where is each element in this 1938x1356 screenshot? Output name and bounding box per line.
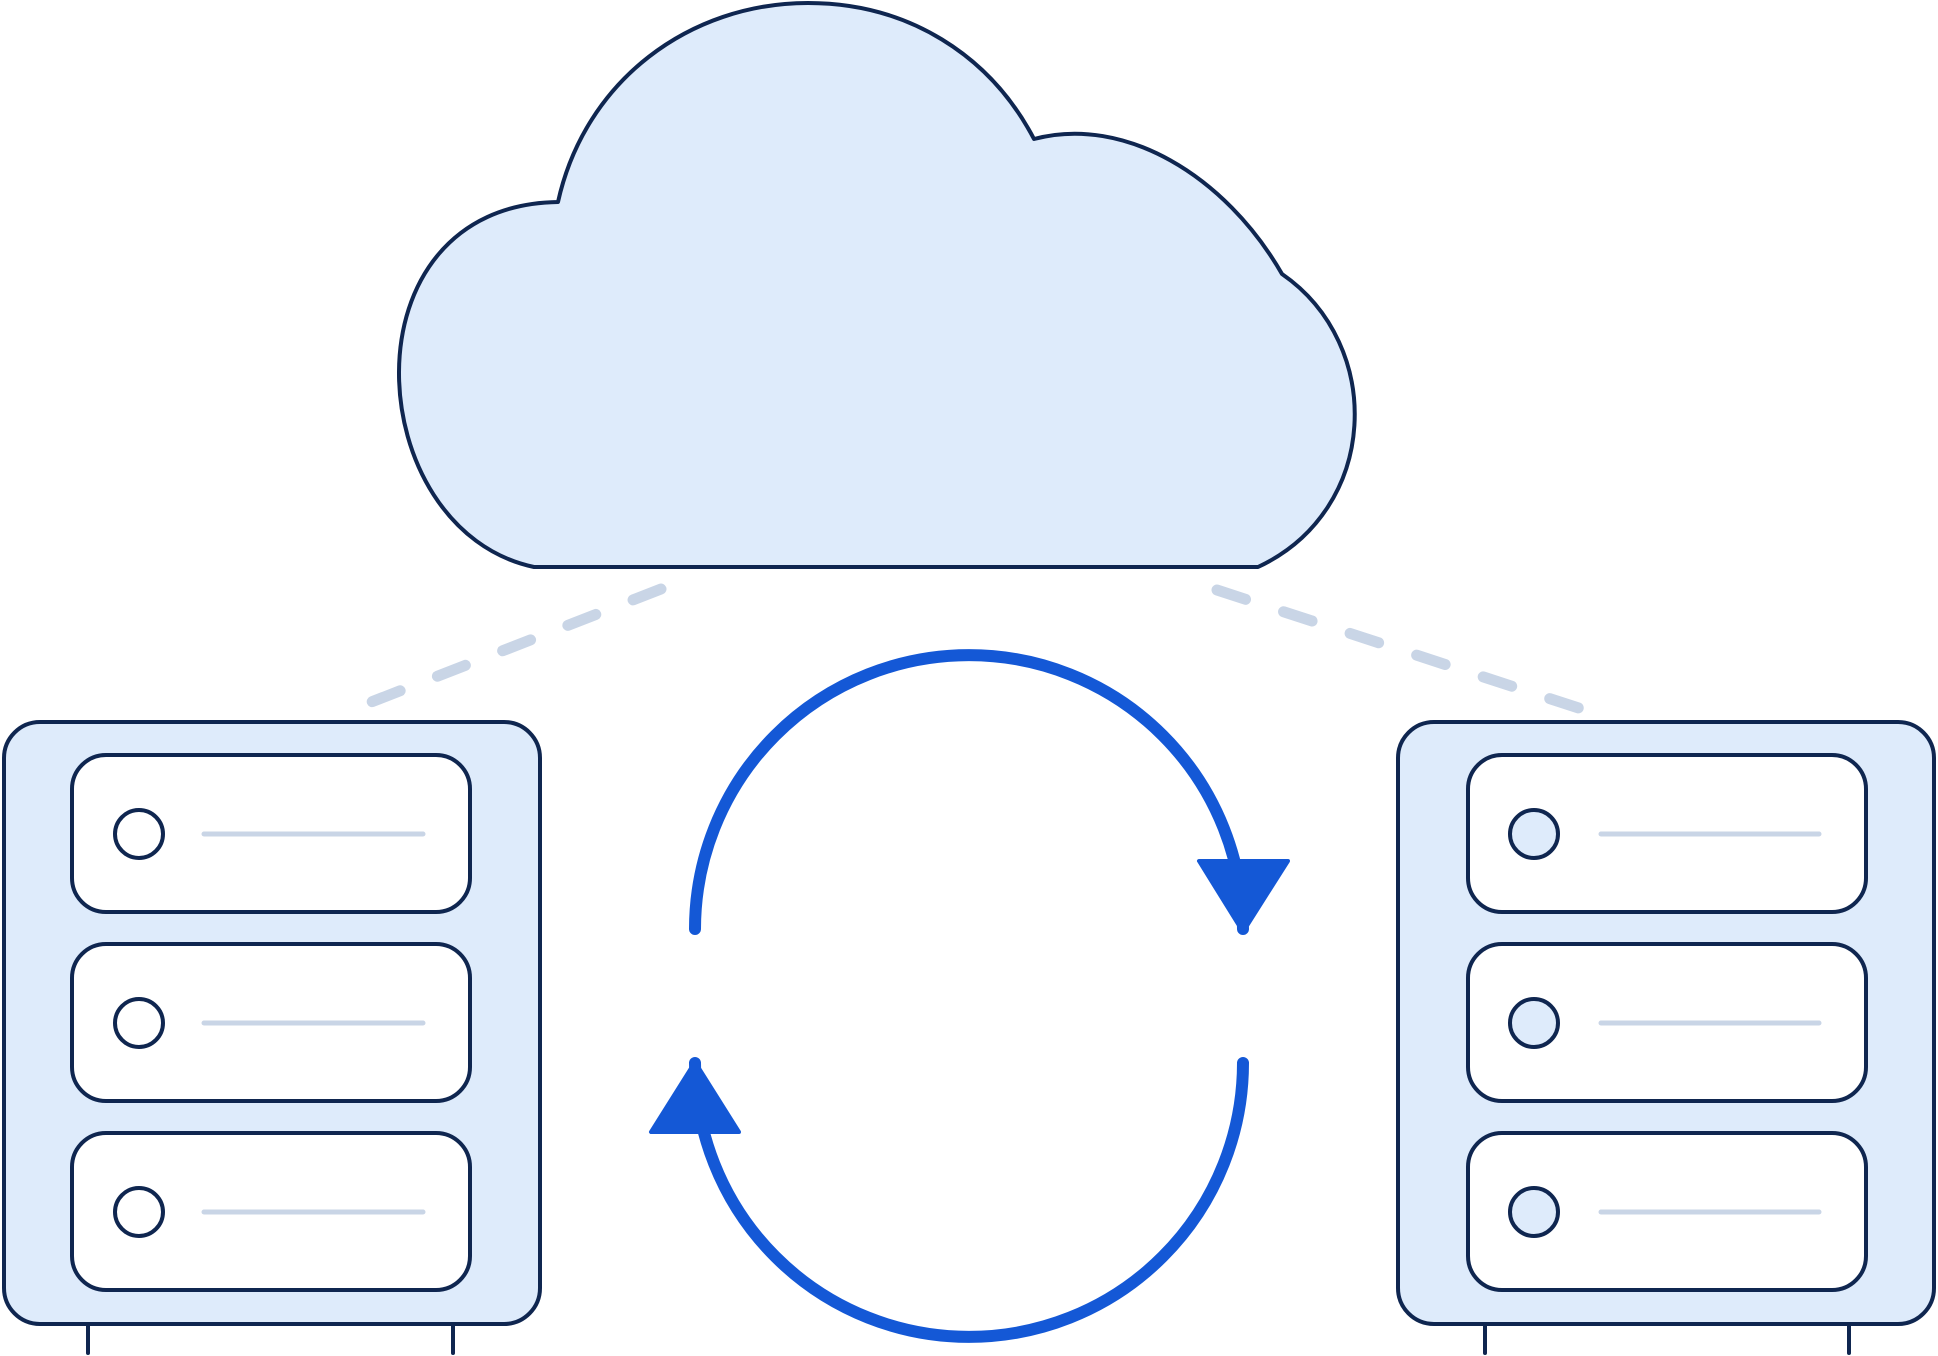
connector-cloud-to-left-server bbox=[332, 583, 667, 721]
server-unit bbox=[70, 942, 472, 1103]
connector-cloud-to-right-server bbox=[1211, 584, 1606, 721]
status-light-icon bbox=[1508, 1186, 1560, 1238]
status-light-icon bbox=[1508, 997, 1560, 1049]
status-light-icon bbox=[113, 997, 165, 1049]
server-unit bbox=[1466, 942, 1868, 1103]
sync-arrow-bottom-arc bbox=[689, 1057, 1249, 1343]
server-unit bbox=[70, 1131, 472, 1292]
status-light-icon bbox=[1508, 808, 1560, 860]
status-light-icon bbox=[113, 1186, 165, 1238]
sync-arrow-top-arc bbox=[689, 649, 1249, 935]
status-light-icon bbox=[113, 808, 165, 860]
server-unit bbox=[1466, 1131, 1868, 1292]
server-left bbox=[2, 720, 542, 1355]
cloud-icon bbox=[397, 1, 1357, 569]
server-unit bbox=[1466, 753, 1868, 914]
server-unit bbox=[70, 753, 472, 914]
server-right bbox=[1396, 720, 1936, 1355]
sync-arrows-icon bbox=[649, 649, 1290, 1343]
sync-arrow-top-head bbox=[1197, 859, 1290, 934]
sync-arrow-bottom-head bbox=[649, 1060, 741, 1134]
